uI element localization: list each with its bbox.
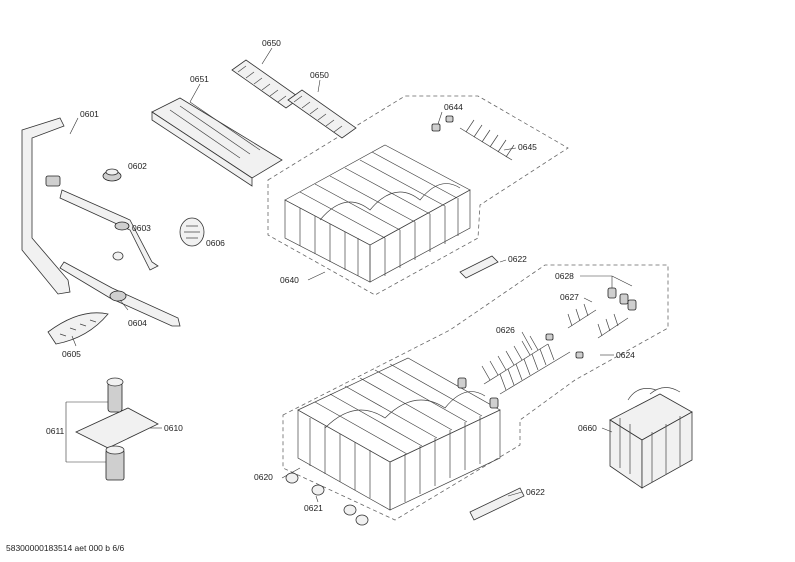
- label-0601: 0601: [80, 109, 99, 119]
- document-id: 58300000183514 aet 000 b 6/6: [6, 543, 125, 553]
- cutlery-tray-left: [231, 59, 301, 109]
- upper-spray-arm: [59, 189, 159, 271]
- label-0650b: 0650: [310, 70, 329, 80]
- supply-pipe: [21, 117, 71, 295]
- filter-disc: [179, 217, 205, 247]
- label-0660: 0660: [578, 423, 597, 433]
- label-0650a: 0650: [262, 38, 281, 48]
- basket-wheels: [285, 472, 369, 526]
- rack-clip: [431, 115, 454, 132]
- spray-arm-cover: [47, 312, 109, 345]
- fold-down-rack-right: [499, 343, 571, 395]
- upper-basket-group-outline: [267, 95, 569, 296]
- label-0604: 0604: [128, 318, 147, 328]
- cutlery-tray-right: [287, 89, 357, 139]
- basket-handle-lower: [469, 487, 525, 521]
- label-0620: 0620: [254, 472, 273, 482]
- label-0627: 0627: [560, 292, 579, 302]
- label-0644: 0644: [444, 102, 463, 112]
- label-0611: 0611: [46, 426, 65, 436]
- label-0603: 0603: [132, 223, 151, 233]
- label-0610: 0610: [164, 423, 183, 433]
- label-0645: 0645: [518, 142, 537, 152]
- lower-spray-arm: [59, 261, 181, 327]
- filter-assembly: [75, 377, 159, 449]
- cutlery-basket: [609, 387, 693, 489]
- cutlery-shelf: [151, 97, 283, 187]
- lower-basket: [297, 357, 501, 511]
- label-0602: 0602: [128, 161, 147, 171]
- label-0605: 0605: [62, 349, 81, 359]
- label-0628: 0628: [555, 271, 574, 281]
- small-racks: [567, 303, 629, 339]
- fold-down-rack-left: [481, 335, 549, 385]
- upper-basket: [284, 144, 471, 283]
- label-0622b: 0622: [526, 487, 545, 497]
- rack-holders: [457, 333, 584, 409]
- rack-clips-0628: [607, 287, 637, 311]
- folding-rack: [459, 119, 515, 161]
- basket-handle-upper: [459, 255, 499, 279]
- label-0626: 0626: [496, 325, 515, 335]
- lower-basket-group-outline: [282, 264, 669, 521]
- label-0640: 0640: [280, 275, 299, 285]
- label-0651: 0651: [190, 74, 209, 84]
- spray-arm-nut: [102, 168, 122, 182]
- label-0622a: 0622: [508, 254, 527, 264]
- label-0606: 0606: [206, 238, 225, 248]
- label-0621: 0621: [304, 503, 323, 513]
- micro-filter: [105, 445, 125, 481]
- label-0624: 0624: [616, 350, 635, 360]
